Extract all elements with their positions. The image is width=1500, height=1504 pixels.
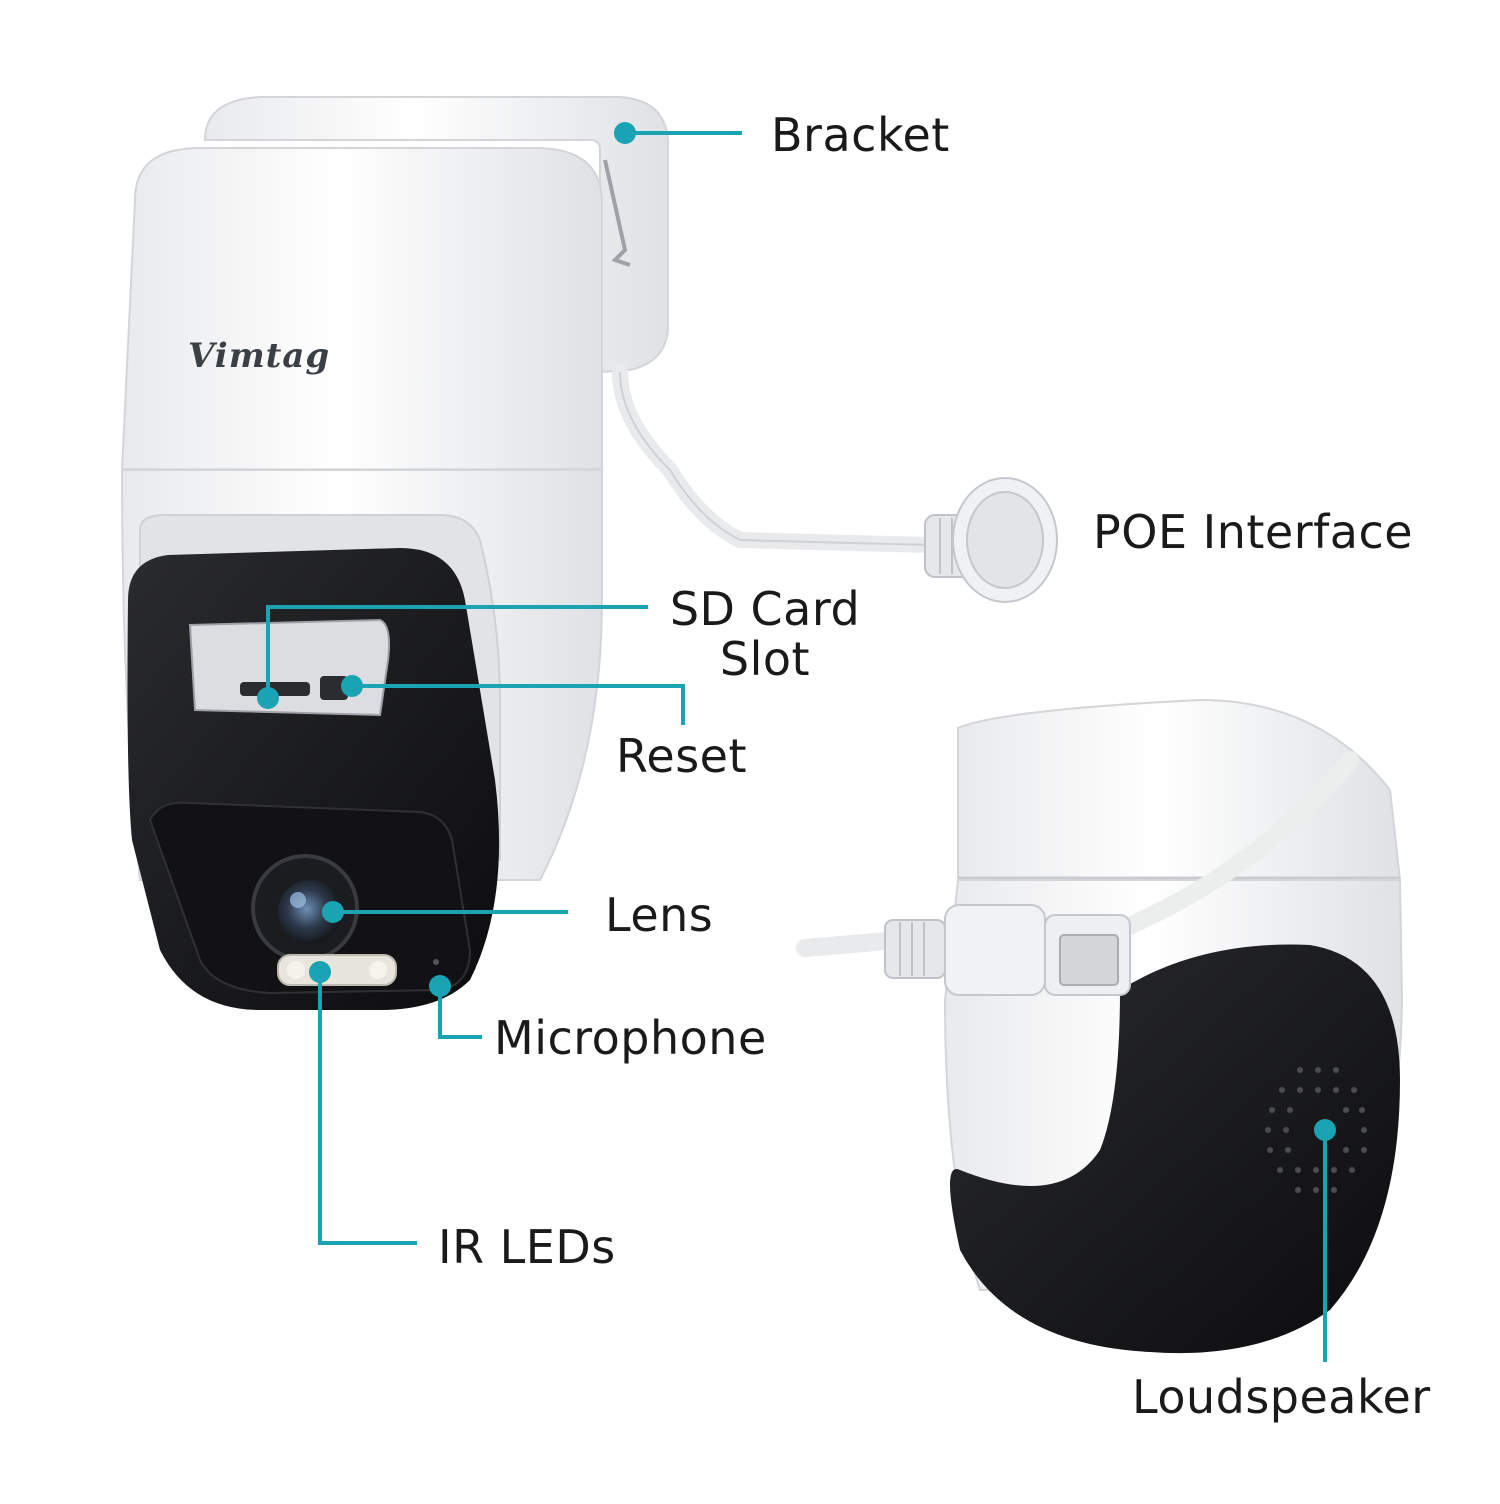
reset-callout-line [352,684,685,725]
sd-card-label-line1: SD Card [669,582,861,636]
microphone-callout-dot [429,975,451,997]
upper-body [120,147,603,471]
callouts [257,122,1336,1362]
ir-leds-callout-line [318,972,417,1245]
loudspeaker-label: Loudspeaker [1132,1370,1431,1424]
ir-leds-label: IR LEDs [438,1220,616,1274]
sd-card-label-line2: Slot [719,632,811,686]
bracket-label: Bracket [771,108,950,162]
front-camera [120,96,1058,1010]
lens-callout-dot [322,901,344,923]
poe-connector [924,477,1058,603]
bracket-callout-dot [614,122,636,144]
brand-logo: Vimtag [188,336,331,376]
microphone-callout-line [438,986,482,1039]
reset-label: Reset [616,729,747,783]
loudspeaker-callout-dot [1314,1119,1336,1141]
rear-camera [796,698,1404,1354]
lens-label: Lens [605,888,714,942]
microphone-label: Microphone [494,1011,767,1065]
ir-leds-callout-dot [309,961,331,983]
poe-interface-label: POE Interface [1093,505,1414,559]
sd-card-slot-label: SD Card Slot [660,584,870,684]
sd-card-callout-line [266,605,648,698]
reset-callout-dot [341,675,363,697]
sd-card-callout-dot [257,687,279,709]
